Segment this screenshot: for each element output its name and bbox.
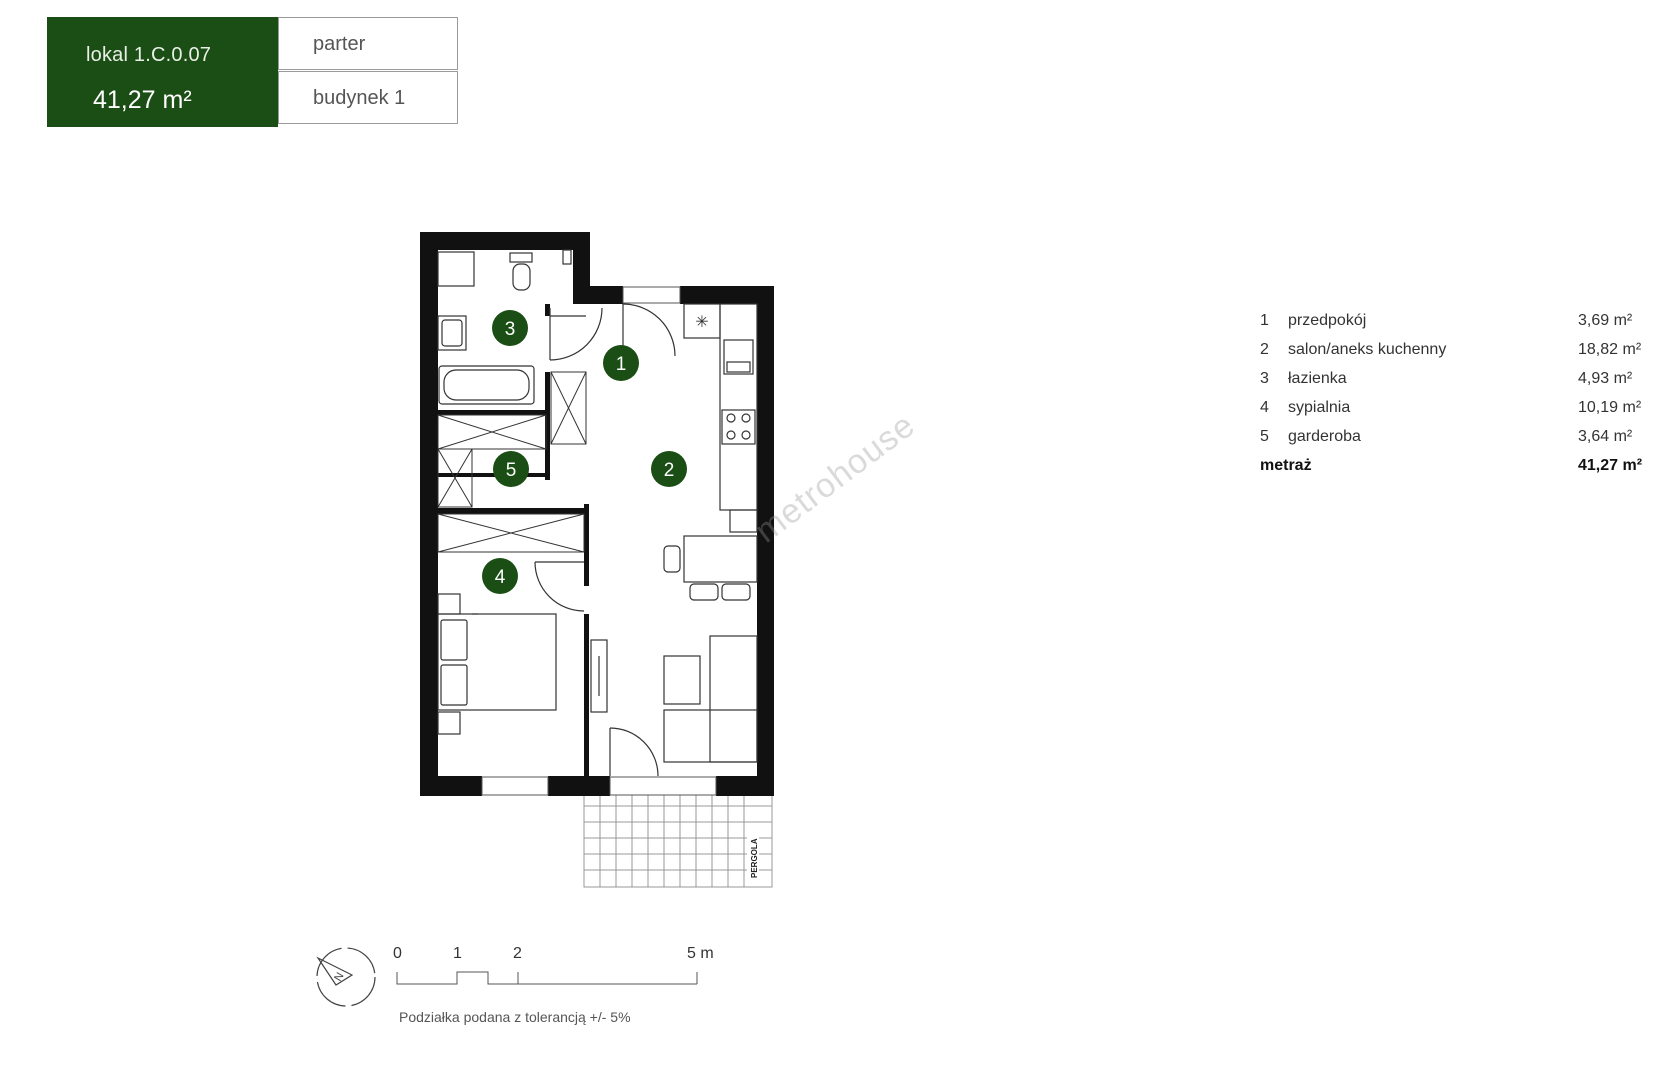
scale-bar — [396, 971, 698, 985]
unit-summary-box: lokal 1.C.0.07 41,27 m² — [47, 17, 278, 127]
interior-walls — [438, 304, 589, 776]
legend-num: 2 — [1260, 341, 1269, 358]
terrace — [583, 789, 773, 888]
legend-row: 5 garderoba 3,64 m² — [1260, 428, 1650, 457]
floor-label: parter — [278, 17, 458, 70]
scale-tick-1: 1 — [453, 945, 462, 962]
walls — [420, 232, 774, 796]
scale-tick-0: 0 — [393, 945, 402, 962]
scale-note: Podziałka podana z tolerancją +/- 5% — [399, 1009, 631, 1025]
room-marker-4-label: 4 — [495, 567, 506, 588]
bed — [437, 593, 557, 735]
room-marker-5-label: 5 — [506, 460, 517, 481]
room-markers: 3 1 5 2 4 — [482, 310, 687, 594]
legend-row: 2 salon/aneks kuchenny 18,82 m² — [1260, 341, 1650, 370]
room-marker-5: 5 — [493, 451, 529, 487]
legend-name: sypialnia — [1288, 399, 1351, 416]
scale-tick-5: 5 m — [687, 945, 714, 962]
living-furniture — [590, 635, 758, 763]
unit-id: lokal 1.C.0.07 — [86, 44, 212, 66]
legend-area: 10,19 m² — [1578, 399, 1642, 416]
room-marker-2: 2 — [651, 451, 687, 487]
legend-num: 3 — [1260, 370, 1269, 387]
legend-name: łazienka — [1288, 370, 1347, 387]
room-marker-3: 3 — [492, 310, 528, 346]
legend-name: przedpokój — [1288, 312, 1367, 329]
scale-tick-2: 2 — [513, 945, 522, 962]
legend-area: 4,93 m² — [1578, 370, 1633, 387]
legend-total-row: metraż 41,27 m² — [1260, 457, 1650, 486]
legend-area: 3,64 m² — [1578, 428, 1633, 445]
legend-num: 4 — [1260, 399, 1269, 416]
unit-header: lokal 1.C.0.07 41,27 m² parter budynek 1 — [47, 17, 460, 127]
legend-name: salon/aneks kuchenny — [1288, 341, 1447, 358]
bathroom-fixtures — [437, 249, 586, 405]
room-marker-1: 1 — [603, 345, 639, 381]
legend-row: 3 łazienka 4,93 m² — [1260, 370, 1650, 399]
total-area: 41,27 m² — [1578, 457, 1643, 474]
total-label: metraż — [1260, 457, 1312, 474]
building-label: budynek 1 — [278, 71, 458, 124]
pergola-label: PERGOLA — [750, 838, 759, 878]
legend-name: garderoba — [1288, 428, 1361, 445]
legend-num: 1 — [1260, 312, 1269, 329]
kitchen-counter: ✳ — [683, 303, 758, 533]
room-marker-3-label: 3 — [505, 319, 516, 340]
compass-icon: N — [316, 947, 376, 1007]
legend-row: 1 przedpokój 3,69 m² — [1260, 312, 1650, 341]
legend-num: 5 — [1260, 428, 1269, 445]
legend-area: 18,82 m² — [1578, 341, 1642, 358]
room-marker-2-label: 2 — [664, 460, 675, 481]
legend-row: 4 sypialnia 10,19 m² — [1260, 399, 1650, 428]
dining-table — [663, 535, 758, 601]
svg-text:✳: ✳ — [695, 312, 708, 331]
unit-area: 41,27 m² — [93, 86, 192, 114]
room-marker-4: 4 — [482, 558, 518, 594]
room-marker-1-label: 1 — [616, 354, 627, 375]
room-legend: 1 przedpokój 3,69 m² 2 salon/aneks kuche… — [1260, 312, 1650, 486]
wardrobes — [437, 371, 587, 553]
pergola-label-bg — [747, 830, 759, 880]
legend-area: 3,69 m² — [1578, 312, 1633, 329]
